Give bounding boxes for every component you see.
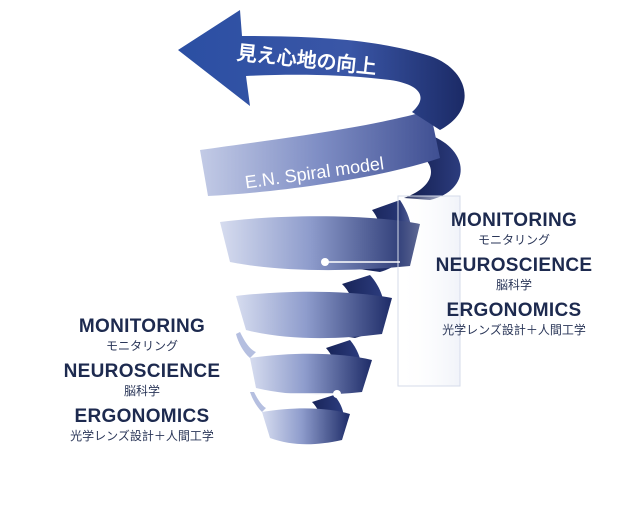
right-neuroscience-title: NEUROSCIENCE	[435, 255, 593, 276]
right-neuroscience-subtitle: 脳科学	[495, 278, 532, 292]
right-monitoring-subtitle: モニタリング	[477, 233, 550, 247]
right-ergonomics-subtitle: 光学レンズ設計＋人間工学	[442, 323, 586, 337]
top-arrow	[178, 10, 465, 130]
left-neuroscience-title: NEUROSCIENCE	[63, 361, 221, 382]
left-neuroscience-subtitle: 脳科学	[123, 384, 160, 398]
right-text-panel	[397, 195, 461, 387]
model-ribbon	[200, 110, 440, 196]
left-ergonomics-title: ERGONOMICS	[74, 406, 210, 427]
right-monitoring-title: MONITORING	[450, 210, 578, 231]
connector-right-dot	[321, 258, 329, 266]
left-monitoring-title: MONITORING	[78, 316, 206, 337]
left-ergonomics-subtitle: 光学レンズ設計＋人間工学	[70, 429, 214, 443]
left-monitoring-subtitle: モニタリング	[105, 339, 178, 353]
left-text-block: MONITORING モニタリング NEUROSCIENCE 脳科学 ERGON…	[28, 316, 256, 451]
right-ergonomics-title: ERGONOMICS	[446, 300, 582, 321]
spiral-front-ribbons	[220, 216, 420, 445]
connector-left-dot	[333, 390, 341, 398]
right-text-block: MONITORING モニタリング NEUROSCIENCE 脳科学 ERGON…	[400, 210, 628, 345]
